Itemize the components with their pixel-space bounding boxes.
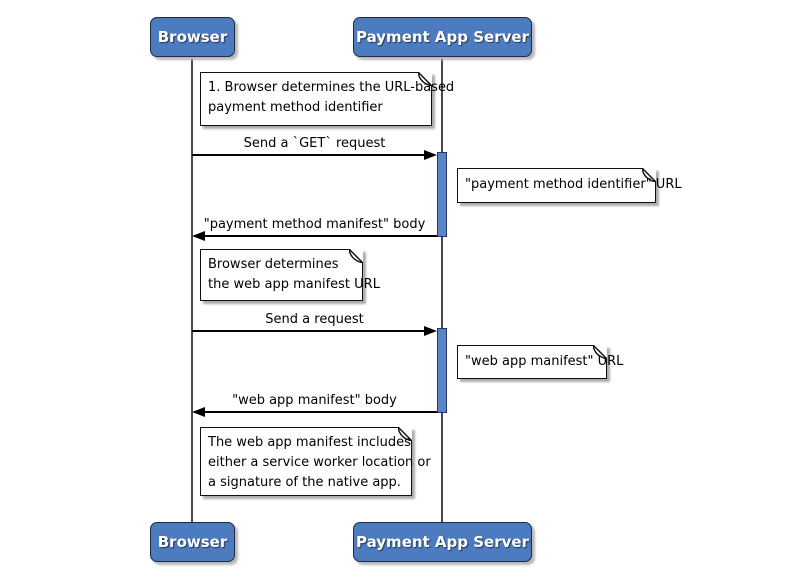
- note-line: "payment method identifier" URL: [465, 177, 682, 192]
- note-web-app-manifest-contents: The web app manifest includes either a s…: [200, 426, 431, 496]
- note-line: 1. Browser determines the URL-based: [208, 80, 455, 95]
- folded-corner-icon: [417, 71, 433, 87]
- message-line-web-app-manifest-body: [205, 411, 437, 413]
- folded-corner-icon: [592, 344, 608, 360]
- note-line: The web app manifest includes: [208, 435, 411, 450]
- folded-corner-icon: [397, 426, 413, 442]
- message-label-send-request: Send a request: [265, 312, 364, 327]
- note-line: payment method identifier: [208, 100, 383, 115]
- lifeline-payment-app-server: [441, 57, 443, 523]
- arrowhead-left-icon: [192, 231, 205, 241]
- folded-corner-icon: [348, 248, 364, 264]
- arrowhead-right-icon: [424, 150, 437, 160]
- participant-payment-app-server-top: Payment App Server: [353, 17, 532, 57]
- participant-browser-top: Browser: [150, 17, 235, 57]
- message-line-get-request: [192, 154, 424, 156]
- message-line-send-request: [192, 330, 424, 332]
- message-line-payment-method-manifest-body: [205, 235, 437, 237]
- folded-corner-icon: [641, 167, 657, 183]
- note-line: either a service worker location or: [208, 455, 431, 470]
- lifeline-browser: [191, 57, 193, 523]
- note-determine-web-app-manifest-url: Browser determines the web app manifest …: [200, 248, 380, 301]
- participant-label: Browser: [157, 28, 228, 46]
- note-payment-method-identifier-url: "payment method identifier" URL: [457, 167, 682, 203]
- participant-label: Payment App Server: [356, 533, 529, 551]
- message-label-web-app-manifest-body: "web app manifest" body: [232, 393, 397, 408]
- arrowhead-right-icon: [424, 326, 437, 336]
- message-label-payment-method-manifest-body: "payment method manifest" body: [203, 217, 426, 232]
- participant-browser-bottom: Browser: [150, 522, 235, 562]
- arrowhead-left-icon: [192, 407, 205, 417]
- note-line: Browser determines: [208, 257, 339, 272]
- participant-payment-app-server-bottom: Payment App Server: [353, 522, 532, 562]
- note-line: "web app manifest" URL: [465, 354, 624, 369]
- activation-bar-get-request: [437, 152, 447, 237]
- note-web-app-manifest-url: "web app manifest" URL: [457, 344, 624, 379]
- note-line: a signature of the native app.: [208, 475, 401, 490]
- message-label-get-request: Send a `GET` request: [243, 136, 386, 151]
- note-determine-payment-method-identifier: 1. Browser determines the URL-based paym…: [200, 71, 455, 126]
- activation-bar-manifest-request: [437, 328, 447, 413]
- note-line: the web app manifest URL: [208, 277, 380, 292]
- participant-label: Payment App Server: [356, 28, 529, 46]
- participant-label: Browser: [157, 533, 228, 551]
